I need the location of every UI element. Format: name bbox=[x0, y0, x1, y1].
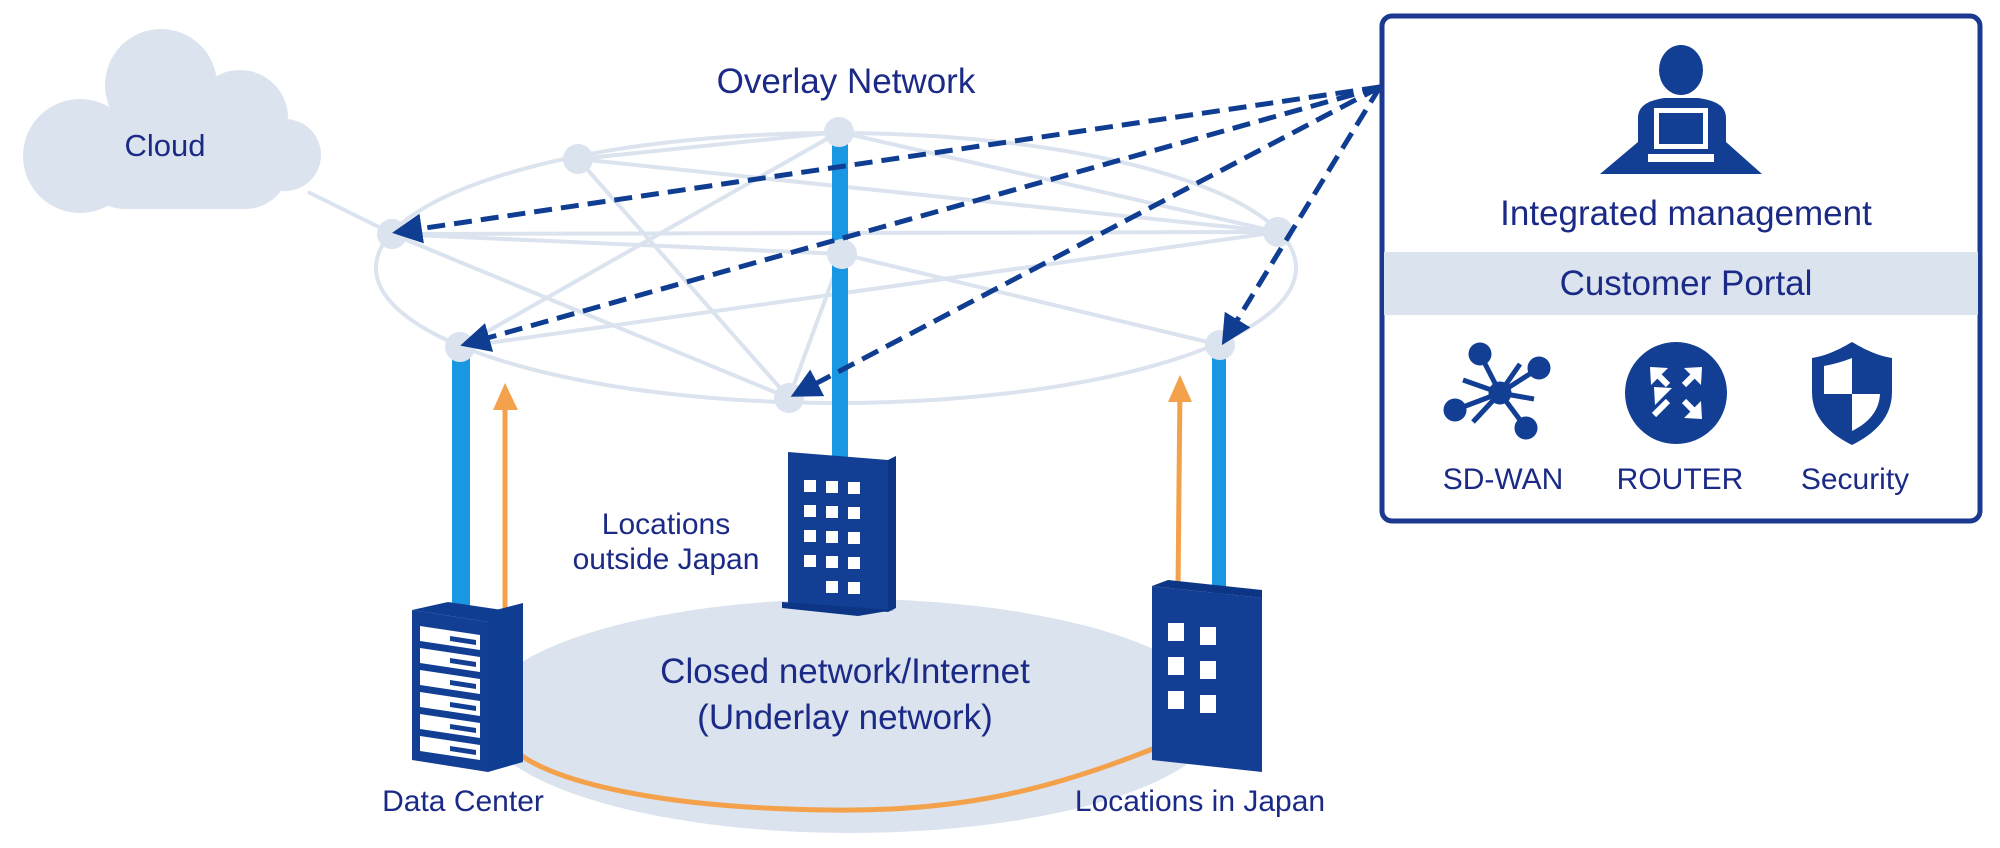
traffic-arrowhead-data-center bbox=[493, 383, 518, 410]
overlay-node bbox=[827, 239, 857, 269]
overlay-node bbox=[824, 117, 854, 147]
sdwan-icon bbox=[1443, 342, 1551, 440]
building-in-japan-icon bbox=[1152, 580, 1262, 772]
management-arrows bbox=[392, 84, 1383, 397]
sdwan-label: SD-WAN bbox=[1443, 463, 1564, 496]
traffic-arrowhead-in-japan bbox=[1168, 375, 1192, 402]
underlay-label-line1: Closed network/Internet bbox=[660, 652, 1030, 691]
overlay-node bbox=[377, 219, 407, 249]
router-icon bbox=[1625, 342, 1727, 444]
overlay-node bbox=[774, 383, 804, 413]
shield-icon bbox=[1812, 342, 1892, 445]
building-outside-japan-icon bbox=[782, 452, 896, 616]
link-bar-data-center bbox=[452, 347, 470, 611]
link-bar-outside-japan bbox=[832, 132, 848, 462]
overlay-mesh bbox=[391, 130, 1279, 400]
security-label: Security bbox=[1801, 463, 1909, 496]
underlay-label-line2: (Underlay network) bbox=[697, 698, 993, 737]
underlay-network-area bbox=[480, 599, 1220, 833]
outside-japan-label-line2: outside Japan bbox=[573, 543, 760, 576]
overlay-node bbox=[1205, 330, 1235, 360]
customer-portal-label: Customer Portal bbox=[1560, 264, 1813, 303]
panel-title: Integrated management bbox=[1500, 194, 1872, 233]
locations-in-japan-label: Locations in Japan bbox=[1075, 785, 1325, 818]
overlay-node bbox=[563, 144, 593, 174]
router-label: ROUTER bbox=[1617, 463, 1744, 496]
operator-icon bbox=[1600, 45, 1762, 174]
link-bar-in-japan bbox=[1212, 345, 1226, 595]
server-rack-icon bbox=[412, 602, 523, 772]
integrated-management-panel: Integrated management Customer Portal bbox=[1379, 13, 1983, 524]
overlay-node bbox=[445, 332, 475, 362]
customer-portal-band bbox=[1384, 252, 1978, 315]
overlay-network-label: Overlay Network bbox=[717, 62, 976, 101]
outside-japan-label-line1: Locations bbox=[602, 508, 730, 541]
cloud-label: Cloud bbox=[125, 128, 206, 163]
data-center-label: Data Center bbox=[382, 785, 544, 818]
traffic-path-in-japan bbox=[1175, 383, 1183, 591]
cloud-shape bbox=[23, 29, 321, 213]
